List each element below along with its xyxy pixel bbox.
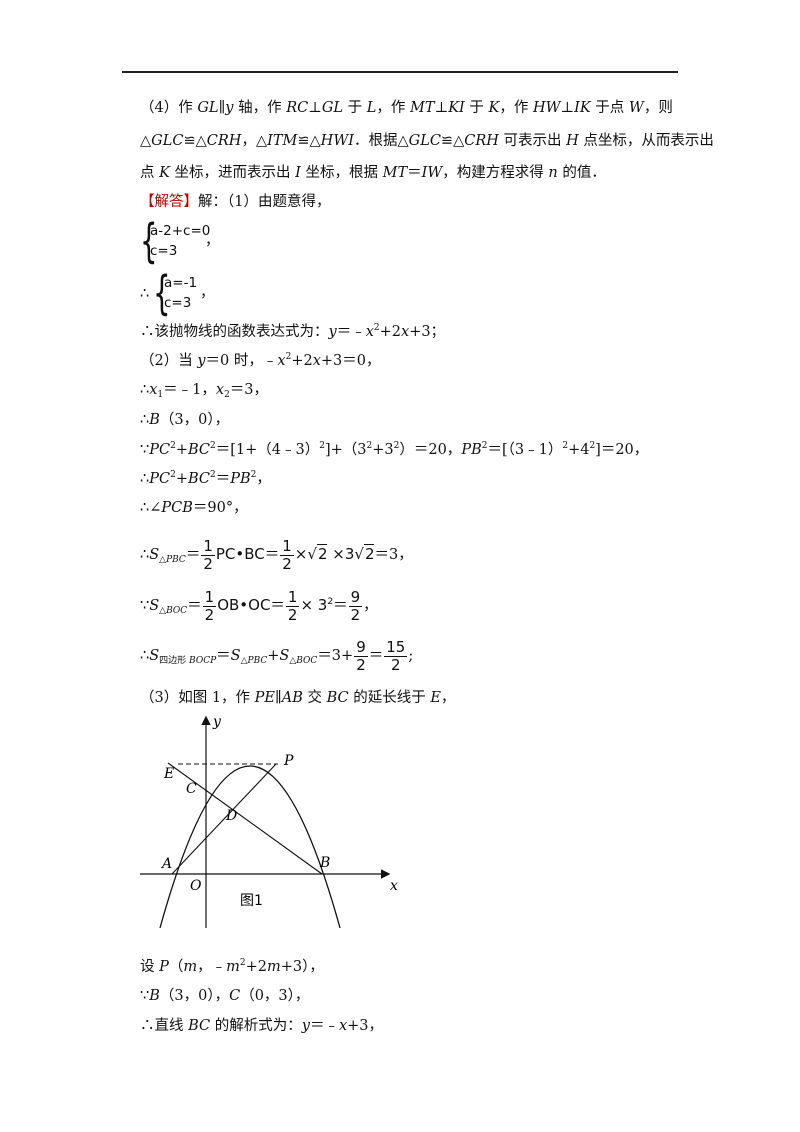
system2-eq1: a=-1 — [164, 275, 198, 291]
parabola-curve — [159, 765, 341, 929]
label-D: D — [225, 808, 237, 824]
figure-1: y x E P C D A B O 图1 — [140, 714, 398, 929]
system2-brace: { — [153, 266, 171, 320]
header-rule — [122, 71, 678, 73]
label-y: y — [212, 714, 222, 730]
step4-line2: △GLC≌△CRH，△ITM≌△HWI．根据△GLC≌△CRH 可表示出 H 点… — [140, 133, 714, 149]
roots-line: ∴x1＝﹣1，x2＝3， — [140, 382, 269, 400]
angle-line: ∴∠PCB＝90°， — [140, 500, 248, 516]
parabola-line: ∴该抛物线的函数表达式为：y＝﹣x2+2x+3； — [140, 323, 446, 341]
part2-intro: （2）当 y＝0 时，﹣x2+2x+3＝0， — [140, 352, 381, 370]
system2-tail: ， — [200, 285, 215, 301]
label-E: E — [163, 766, 174, 782]
system1-brace: { — [140, 214, 158, 268]
answer-tag: 【解答】 — [140, 194, 198, 210]
answer-text: 解：（1）由题意得， — [198, 194, 331, 210]
label-A: A — [160, 856, 172, 872]
system1-tail: ， — [205, 233, 220, 249]
line-EB — [167, 762, 323, 875]
system1-eq1: a-2+c=0 — [150, 223, 211, 239]
figure-caption: 图1 — [240, 893, 263, 909]
answer-line: 【解答】解：（1）由题意得， — [140, 192, 330, 212]
system1-eq2: c=3 — [150, 243, 178, 259]
step4-line1: （4）作 GL∥y 轴，作 RC⊥GL 于 L，作 MT⊥KI 于 K，作 HW… — [140, 100, 673, 116]
label-B: B — [319, 855, 330, 871]
system2-eq2: c=3 — [164, 295, 192, 311]
label-P: P — [283, 753, 294, 769]
BC-line: ∴直线 BC 的解析式为：y＝﹣x+3， — [140, 1018, 384, 1034]
line-AP — [171, 763, 277, 875]
pointB-line: ∴B（3，0）， — [140, 412, 230, 428]
step4-line3: 点 K 坐标，进而表示出 I 坐标，根据 MT＝IW，构建方程求得 n 的值． — [140, 165, 606, 181]
label-O: O — [190, 878, 202, 894]
distance-line: ∵PC2+BC2＝[1+（4﹣3）2]+（32+32）＝20，PB2＝[（3﹣1… — [140, 441, 649, 459]
label-x: x — [390, 878, 398, 894]
BC-points-line: ∵B（3，0），C（0，3）， — [140, 988, 310, 1004]
label-C: C — [186, 781, 197, 797]
part3-intro: （3）如图 1，作 PE∥AB 交 BC 的延长线于 E， — [140, 690, 456, 706]
setP-line: 设 P（m，﹣m2+2m+3）， — [140, 958, 324, 976]
system2-prefix: ∴ — [140, 286, 150, 302]
pythagoras-line: ∴PC2+BC2＝PB2， — [140, 470, 271, 488]
